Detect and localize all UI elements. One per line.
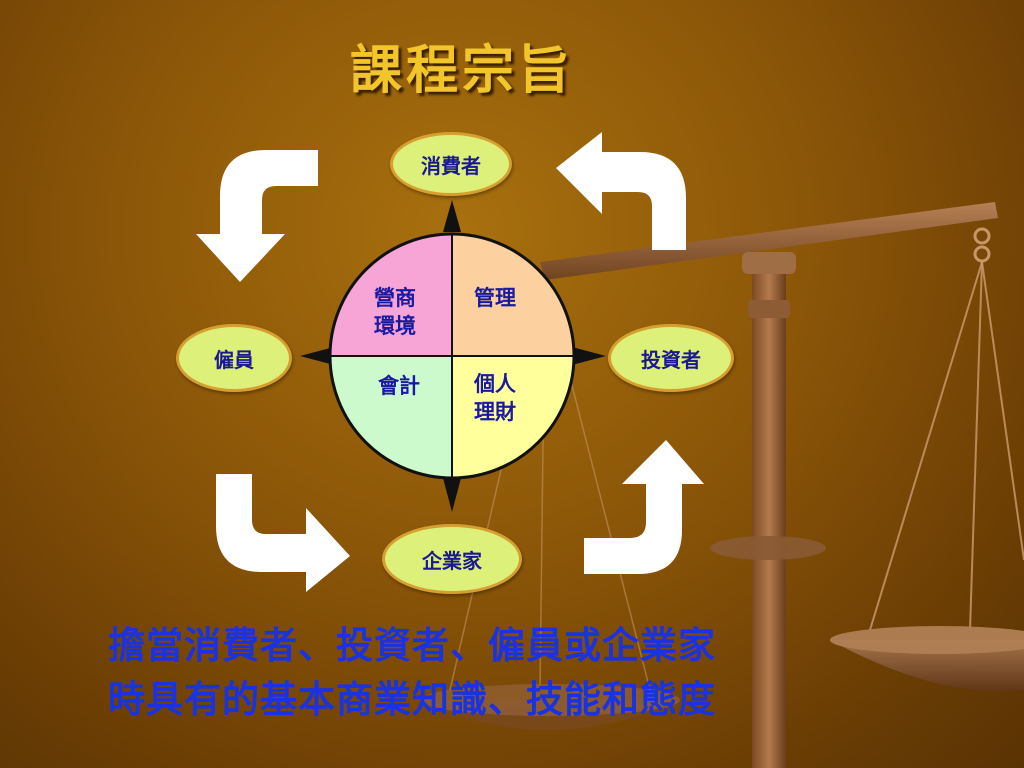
quadrant-label-line: 理財 bbox=[474, 399, 516, 424]
node-employee: 僱員 bbox=[176, 324, 292, 392]
node-investor: 投資者 bbox=[608, 324, 734, 392]
compass-spike-bottom bbox=[443, 478, 461, 512]
quadrant-label-line: 管理 bbox=[474, 285, 516, 310]
compass-spike-left bbox=[300, 347, 334, 365]
arrow-top-left bbox=[196, 150, 318, 282]
quadrant-label-line: 環境 bbox=[374, 313, 416, 338]
quadrant-label-line: 營商 bbox=[374, 285, 416, 310]
node-consumer: 消費者 bbox=[390, 132, 512, 196]
arrow-top-right bbox=[556, 132, 686, 250]
quadrant-top-left bbox=[330, 234, 452, 356]
quadrant-label-management: 管理 bbox=[474, 284, 516, 312]
slide-caption: 擔當消費者、投資者、僱員或企業家 時具有的基本商業知識、技能和態度 bbox=[108, 618, 928, 726]
compass-spike-right bbox=[572, 347, 606, 365]
quadrant-label-accounting: 會計 bbox=[378, 372, 420, 400]
quadrant-bottom-left bbox=[330, 356, 452, 478]
quadrant-bottom-right bbox=[452, 356, 574, 478]
node-entrepreneur: 企業家 bbox=[382, 524, 522, 594]
quadrant-label-personal-finance: 個人 理財 bbox=[474, 370, 516, 426]
quadrant-label-line: 個人 bbox=[474, 371, 516, 396]
arrow-bottom-left bbox=[216, 474, 350, 592]
quadrant-label-line: 會計 bbox=[378, 373, 420, 398]
caption-line-2: 時具有的基本商業知識、技能和態度 bbox=[108, 677, 716, 721]
slide-title: 課程宗旨 bbox=[349, 40, 574, 101]
compass-spike-top bbox=[443, 200, 461, 232]
quadrant-top-right bbox=[452, 234, 574, 356]
quadrant-label-business-environment: 營商 環境 bbox=[374, 284, 416, 340]
arrow-bottom-right bbox=[584, 440, 704, 574]
caption-line-1: 擔當消費者、投資者、僱員或企業家 bbox=[108, 623, 716, 667]
